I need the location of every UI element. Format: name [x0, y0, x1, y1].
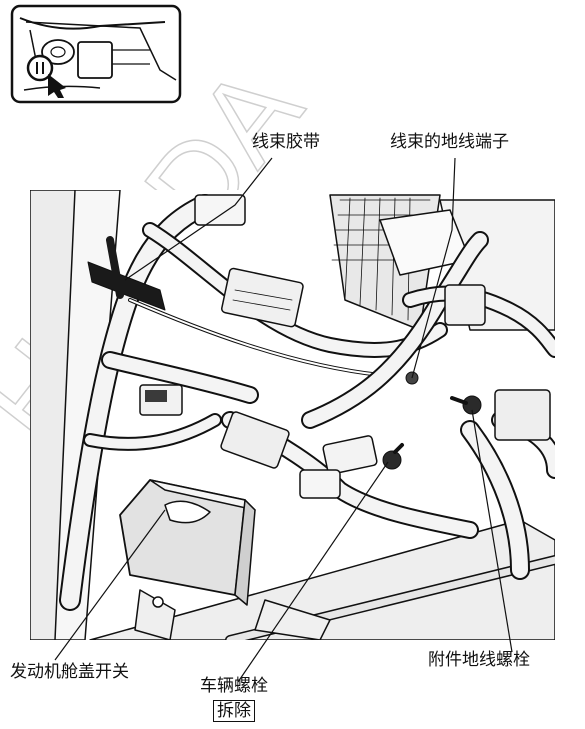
hood-switch-housing: [119, 479, 256, 606]
label-remove-box: 拆除: [213, 700, 255, 722]
leader-lines: [54, 157, 513, 683]
leader-hood-switch: [54, 509, 166, 661]
leader-harness-band: [124, 157, 273, 281]
label-harness-ground-terminal: 线束的地线端子: [390, 132, 509, 152]
label-harness-band: 线束胶带: [252, 132, 320, 152]
vehicle-bolt-icon: [382, 443, 404, 470]
leader-accessory-ground-bolt: [471, 409, 513, 653]
label-accessory-ground-bolt: 附件地线螺栓: [428, 650, 530, 670]
label-hood-switch: 发动机舱盖开关: [10, 662, 129, 682]
leader-ground-terminal: [411, 157, 456, 379]
engine-bay-illustration: [30, 190, 555, 640]
leader-vehicle-bolt: [237, 461, 389, 683]
accessory-ground-bolt-icon: [450, 395, 482, 415]
hood-icon: [164, 500, 211, 524]
label-vehicle-bolt: 车辆螺栓: [200, 676, 268, 696]
harness-band-clip: [87, 261, 166, 311]
pointer-arrow-icon: [48, 74, 66, 98]
locator-inset: [10, 4, 182, 104]
